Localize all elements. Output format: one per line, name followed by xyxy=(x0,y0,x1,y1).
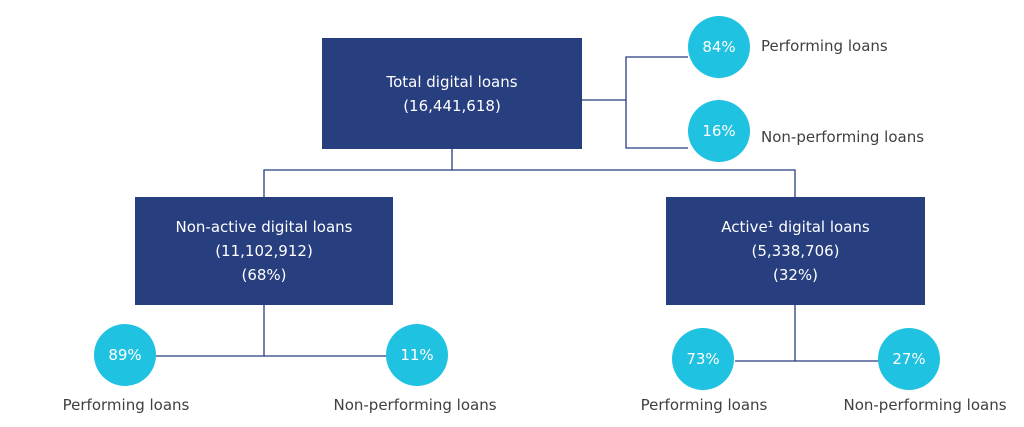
connector-total-active xyxy=(452,169,796,197)
total-nonperforming-percent: 16% xyxy=(702,122,736,140)
active-loans-title: Active¹ digital loans xyxy=(721,218,870,236)
total-nonperforming-circle: 16% xyxy=(688,100,750,162)
total-loans-box: Total digital loans (16,441,618) xyxy=(322,38,582,149)
nonactive-performing-label: Performing loans xyxy=(62,396,190,414)
connector-total-nonperf xyxy=(625,100,688,149)
active-loans-share: (32%) xyxy=(772,266,819,284)
active-loans-value: (5,338,706) xyxy=(751,242,840,260)
active-performing-circle: 73% xyxy=(672,328,734,390)
total-performing-circle: 84% xyxy=(688,16,750,78)
total-performing-label: Performing loans xyxy=(761,37,888,55)
total-nonperforming-label: Non-performing loans xyxy=(761,128,925,146)
nonactive-loans-value: (11,102,912) xyxy=(215,242,313,260)
nonactive-loans-title: Non-active digital loans xyxy=(175,218,353,236)
connector-total-children xyxy=(263,149,453,197)
nonactive-performing-percent: 89% xyxy=(108,346,142,364)
nonactive-nonperforming-circle: 11% xyxy=(386,324,448,386)
active-nonperforming-label: Non-performing loans xyxy=(843,396,1007,414)
connector-active-split xyxy=(735,305,796,362)
active-nonperforming-percent: 27% xyxy=(892,350,926,368)
active-loans-box: Active¹ digital loans (5,338,706) (32%) xyxy=(666,197,925,305)
total-loans-value: (16,441,618) xyxy=(403,96,501,115)
connector-nonactive-split xyxy=(156,305,265,357)
nonactive-performing-circle: 89% xyxy=(94,324,156,386)
active-performing-label: Performing loans xyxy=(640,396,768,414)
nonactive-nonperforming-percent: 11% xyxy=(400,346,434,364)
nonactive-nonperforming-label: Non-performing loans xyxy=(333,396,497,414)
active-performing-percent: 73% xyxy=(686,350,720,368)
total-performing-percent: 84% xyxy=(702,38,736,56)
active-nonperforming-circle: 27% xyxy=(878,328,940,390)
nonactive-loans-share: (68%) xyxy=(241,266,287,284)
total-loans-title: Total digital loans xyxy=(386,72,518,91)
connector-total-split xyxy=(582,56,688,101)
nonactive-loans-box: Non-active digital loans (11,102,912) (6… xyxy=(135,197,393,305)
